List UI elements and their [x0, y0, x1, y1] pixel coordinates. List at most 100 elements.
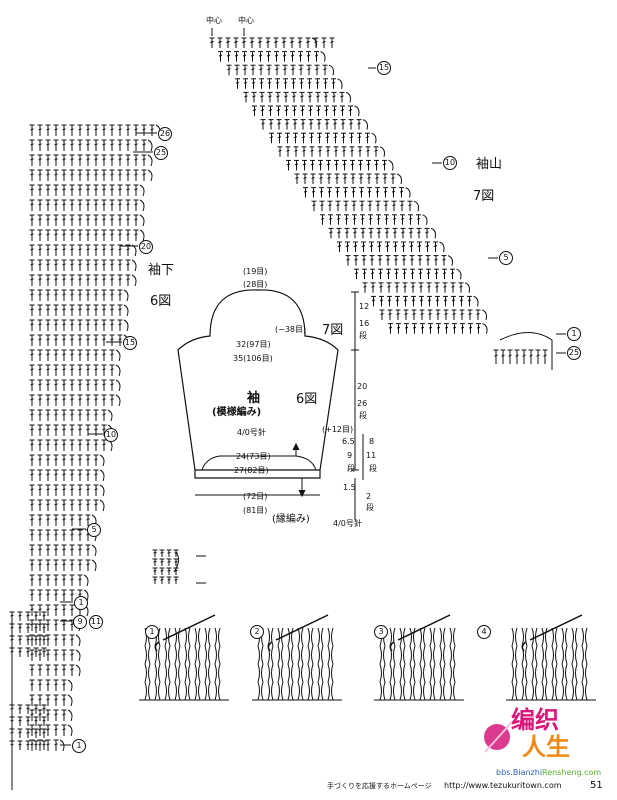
under-row-bar — [118, 293, 122, 296]
cap-row-bar — [409, 231, 413, 234]
under-row-bar — [62, 188, 66, 191]
cap-row-bar — [335, 190, 340, 193]
under-edge-row2-bar — [34, 743, 38, 746]
cap-row-bar — [401, 231, 405, 234]
under-row-turn — [67, 694, 73, 707]
cap-row-bar — [459, 285, 463, 288]
cap-row-bar — [308, 109, 313, 111]
step-4-illustration-loop — [555, 645, 558, 665]
cap-row-bar — [428, 313, 432, 315]
under-row-bar — [70, 368, 74, 371]
cap-top-row-bar — [306, 41, 310, 43]
step-1-illustration-loop — [168, 663, 171, 683]
under-row-bar — [62, 338, 66, 341]
under-row-turn — [99, 499, 105, 512]
under-row-bar — [126, 278, 130, 281]
step-1-illustration-loop — [214, 645, 217, 665]
under-row-bar — [78, 338, 82, 341]
step-4-illustration-loop — [525, 663, 528, 683]
under-row-bar — [78, 443, 82, 446]
step-4-illustration-loop — [515, 627, 518, 647]
under-row-bar — [118, 203, 122, 206]
step-2-illustration-loop — [281, 645, 284, 665]
cap-row-bar — [267, 68, 271, 71]
cap-row-bar — [328, 217, 333, 220]
under-row-turn — [139, 229, 145, 242]
cap-row-bar — [329, 231, 333, 234]
step-3-illustration-loop — [439, 681, 442, 701]
under-row-bar — [62, 398, 66, 401]
cap-row-bar — [379, 299, 384, 302]
cap-row-bar — [303, 190, 308, 193]
cap-row-bar — [451, 285, 455, 288]
under-row-bar — [118, 173, 122, 176]
under-row-turn — [147, 154, 153, 167]
under-row-bar — [46, 473, 50, 476]
cap-row-bar — [311, 177, 315, 179]
step-1-illustration-loop — [198, 663, 201, 683]
under-row-bar — [126, 188, 130, 191]
cap-row-bar — [362, 258, 366, 261]
under-row-bar — [38, 683, 42, 686]
under-row-bar — [62, 263, 66, 266]
watermark-site: bbs.BianzhiRensheng.com — [496, 768, 602, 777]
under-row-bar — [54, 473, 58, 476]
cap-row-bar — [301, 122, 305, 125]
step-1-illustration-loop — [168, 681, 171, 701]
step-4-illustration-loop — [515, 681, 518, 701]
under-row-bar — [86, 278, 90, 281]
under-row-26: 26 — [158, 127, 172, 141]
step-2-illustration-loop — [287, 681, 290, 701]
cap-row-bar — [435, 285, 439, 288]
under-row-bar — [86, 203, 90, 206]
cap-row-bar — [317, 136, 322, 139]
key-row-bar — [167, 560, 171, 563]
sleeve-under-fig: 6図 — [150, 294, 172, 309]
cap-row-bar — [251, 68, 255, 71]
step-4-illustration-loop — [525, 681, 528, 701]
under-row-bar — [30, 323, 34, 326]
under-row-bar — [110, 143, 114, 146]
cap-row-turn — [405, 187, 411, 198]
under-row-bar — [70, 383, 74, 386]
cap-row-bar — [366, 163, 371, 166]
cap-row-bar — [419, 285, 423, 288]
cap-decrease: (−38目) — [275, 325, 307, 334]
step-4-illustration-loop — [551, 663, 554, 683]
cap-row-bar — [392, 204, 396, 207]
step-4-illustration-loop — [551, 681, 554, 701]
cap-row-bar — [358, 163, 363, 166]
cap-row-turn — [396, 173, 402, 185]
cap-row-bar — [243, 81, 248, 84]
key-row-bar — [174, 560, 178, 563]
under-row-bar — [134, 173, 138, 176]
step-1-illustration-loop — [158, 645, 161, 665]
step-2-illustration-loop — [271, 645, 274, 665]
under-row-bar — [30, 668, 34, 671]
under-row-bar — [54, 608, 58, 611]
under-row-bar — [86, 413, 90, 416]
step-2-number: 2 — [250, 625, 264, 639]
cap-row-turn — [345, 91, 351, 103]
step-3-illustration-loop — [393, 681, 396, 701]
under-row-bar — [86, 233, 90, 236]
under-edge-row-bar — [26, 626, 30, 629]
step-4-illustration-loop — [575, 663, 578, 683]
under-row-bar — [86, 353, 90, 356]
under-row-20: 20 — [139, 240, 153, 254]
under-edge-row2-bar — [26, 707, 30, 710]
step-4-illustration-loop — [531, 645, 534, 665]
key-row-bar — [174, 578, 178, 581]
cap-row-bar — [412, 326, 417, 329]
cap-row-bar — [261, 122, 265, 125]
under-row-bar — [38, 563, 42, 566]
under-row-bar — [110, 233, 114, 236]
under-row-bar — [54, 668, 58, 671]
step-3-illustration-loop — [399, 663, 402, 683]
step-3-illustration-loop — [399, 645, 402, 665]
cap-row-bar — [269, 122, 273, 125]
under-row-bar — [46, 743, 50, 746]
cap-row-bar — [366, 149, 370, 152]
step-3-illustration-loop — [453, 663, 456, 683]
under-row-bar — [30, 143, 34, 146]
